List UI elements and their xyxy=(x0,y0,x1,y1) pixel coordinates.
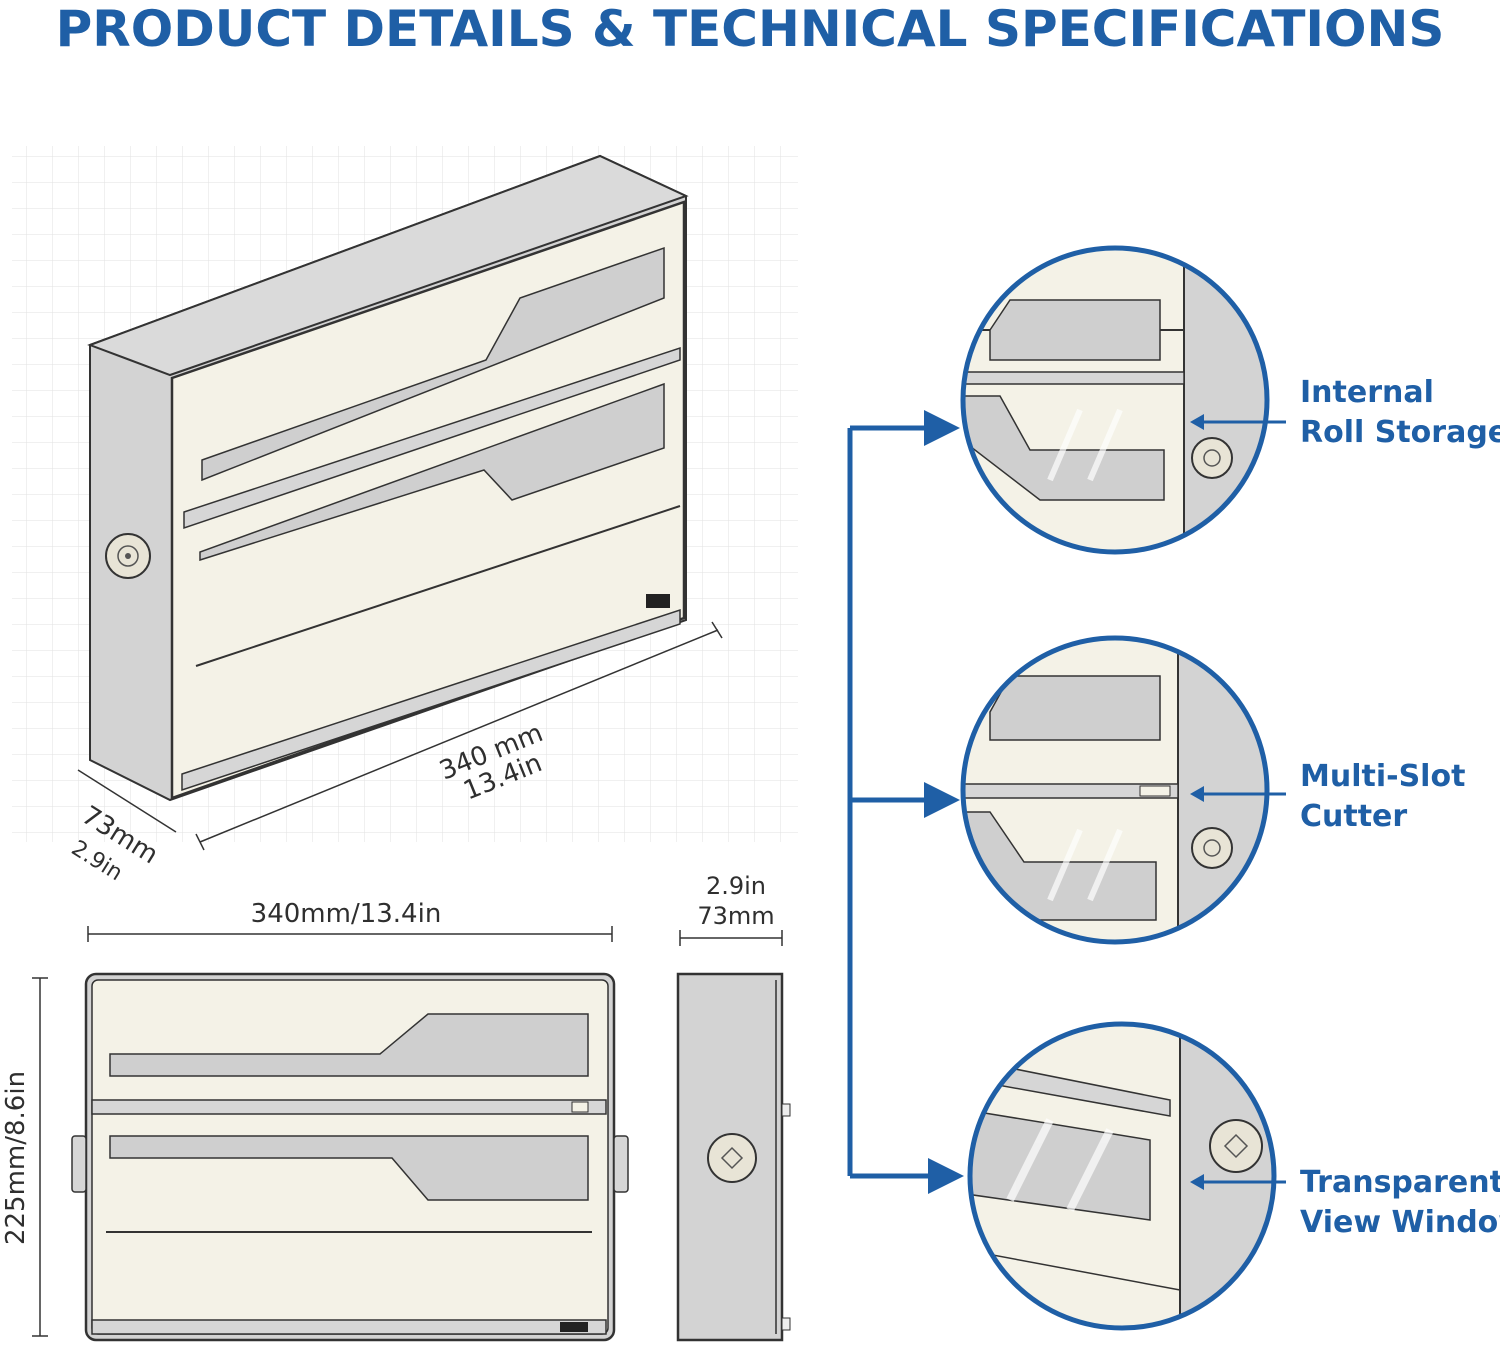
callout-3-line2: View Window xyxy=(1300,1205,1500,1240)
detail-transparent-view-window: Transparent View Window xyxy=(967,1021,1500,1331)
side-depth-dimension: 2.9in 73mm xyxy=(679,872,783,946)
knob-icon xyxy=(105,533,151,579)
front-height-label: 225mm/8.6in xyxy=(1,1071,31,1245)
callout-2-line1: Multi-Slot xyxy=(1300,759,1465,794)
callout-3-line1: Transparent xyxy=(1300,1165,1500,1200)
front-view xyxy=(71,972,629,1342)
arrow-icon xyxy=(924,782,960,818)
knob-icon xyxy=(707,1133,757,1183)
front-width-label: 340mm/13.4in xyxy=(251,899,442,929)
callout-2-line2: Cutter xyxy=(1300,799,1407,834)
detail-internal-roll-storage: Internal Roll Storage xyxy=(960,245,1500,555)
detail-multi-slot-cutter: Multi-Slot Cutter xyxy=(960,635,1465,945)
side-depth-mm: 73mm xyxy=(697,902,774,930)
arrow-icon xyxy=(924,410,960,446)
side-depth-in: 2.9in xyxy=(706,872,766,900)
connector-lines xyxy=(847,410,964,1194)
page-title: PRODUCT DETAILS & TECHNICAL SPECIFICATIO… xyxy=(55,0,1445,58)
front-width-dimension: 340mm/13.4in xyxy=(87,899,613,942)
arrow-icon xyxy=(928,1158,964,1194)
callout-1-line1: Internal xyxy=(1300,375,1434,410)
callout-1-line2: Roll Storage xyxy=(1300,415,1500,450)
side-view xyxy=(676,972,791,1342)
front-height-dimension: 225mm/8.6in xyxy=(1,977,48,1337)
isometric-view xyxy=(87,154,689,802)
